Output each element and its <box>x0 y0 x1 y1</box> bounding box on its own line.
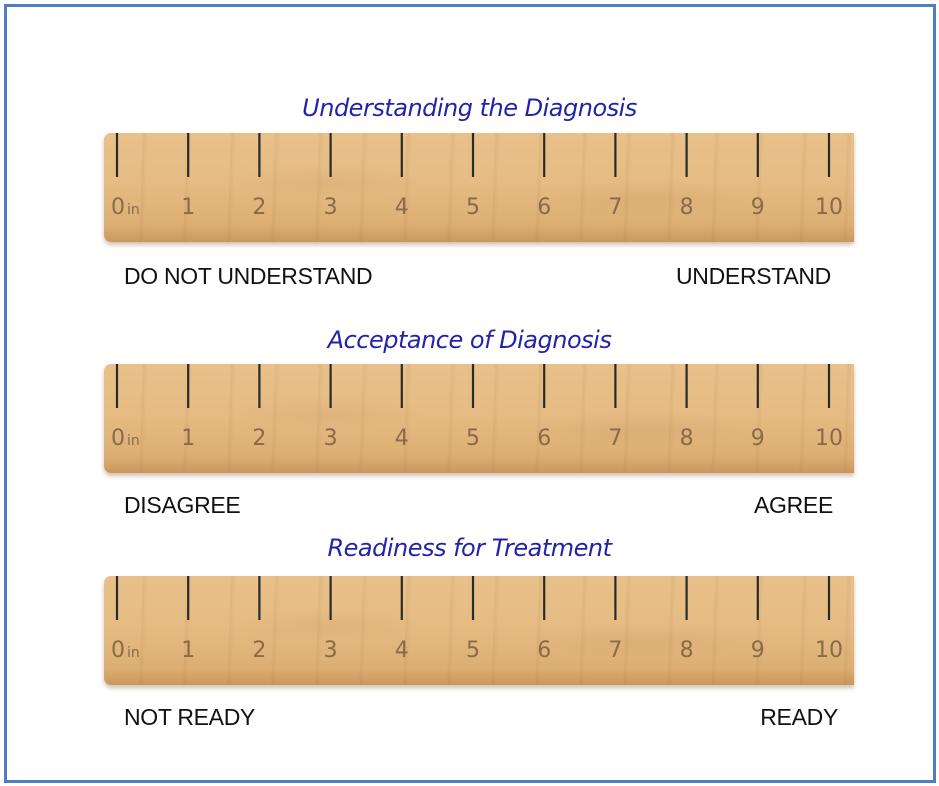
tick-label: 5 <box>466 195 480 220</box>
tick-label: 2 <box>252 638 266 663</box>
tick-label: 4 <box>395 426 409 451</box>
tick-label: 2 <box>252 195 266 220</box>
tick-label: 4 <box>395 195 409 220</box>
tick-label: 7 <box>608 638 622 663</box>
scale-title: Acceptance of Diagnosis <box>0 326 939 354</box>
tick-label: 7 <box>608 195 622 220</box>
tick-label: 8 <box>680 426 694 451</box>
low-anchor-label: DO NOT UNDERSTAND <box>124 263 372 290</box>
unit-label: in <box>127 202 140 218</box>
tick-label: 10 <box>815 638 843 663</box>
low-anchor-label: NOT READY <box>124 704 255 731</box>
tick-label: 5 <box>466 638 480 663</box>
tick-label: 6 <box>537 638 551 663</box>
tick-label: 1 <box>181 426 195 451</box>
tick-label: 9 <box>751 638 765 663</box>
tick-label: 8 <box>680 638 694 663</box>
tick-label: 3 <box>324 638 338 663</box>
tick-label: 9 <box>751 195 765 220</box>
tick-label: 1 <box>181 638 195 663</box>
scale-title: Readiness for Treatment <box>0 534 939 562</box>
tick-label: 2 <box>252 426 266 451</box>
tick-label: 10 <box>815 426 843 451</box>
tick-label: 5 <box>466 426 480 451</box>
high-anchor-label: READY <box>760 704 838 731</box>
tick-label: 3 <box>324 195 338 220</box>
tick-label: 3 <box>324 426 338 451</box>
tick-label: 6 <box>537 195 551 220</box>
tick-label: 9 <box>751 426 765 451</box>
tick-label: 8 <box>680 195 694 220</box>
unit-label: in <box>127 645 140 661</box>
tick-label: 7 <box>608 426 622 451</box>
tick-label: 4 <box>395 638 409 663</box>
tick-label: 6 <box>537 426 551 451</box>
tick-label: 10 <box>815 195 843 220</box>
unit-label: in <box>127 433 140 449</box>
high-anchor-label: AGREE <box>754 492 833 519</box>
low-anchor-label: DISAGREE <box>124 492 240 519</box>
scale-title: Understanding the Diagnosis <box>0 94 939 122</box>
high-anchor-label: UNDERSTAND <box>676 263 831 290</box>
tick-label: 1 <box>181 195 195 220</box>
